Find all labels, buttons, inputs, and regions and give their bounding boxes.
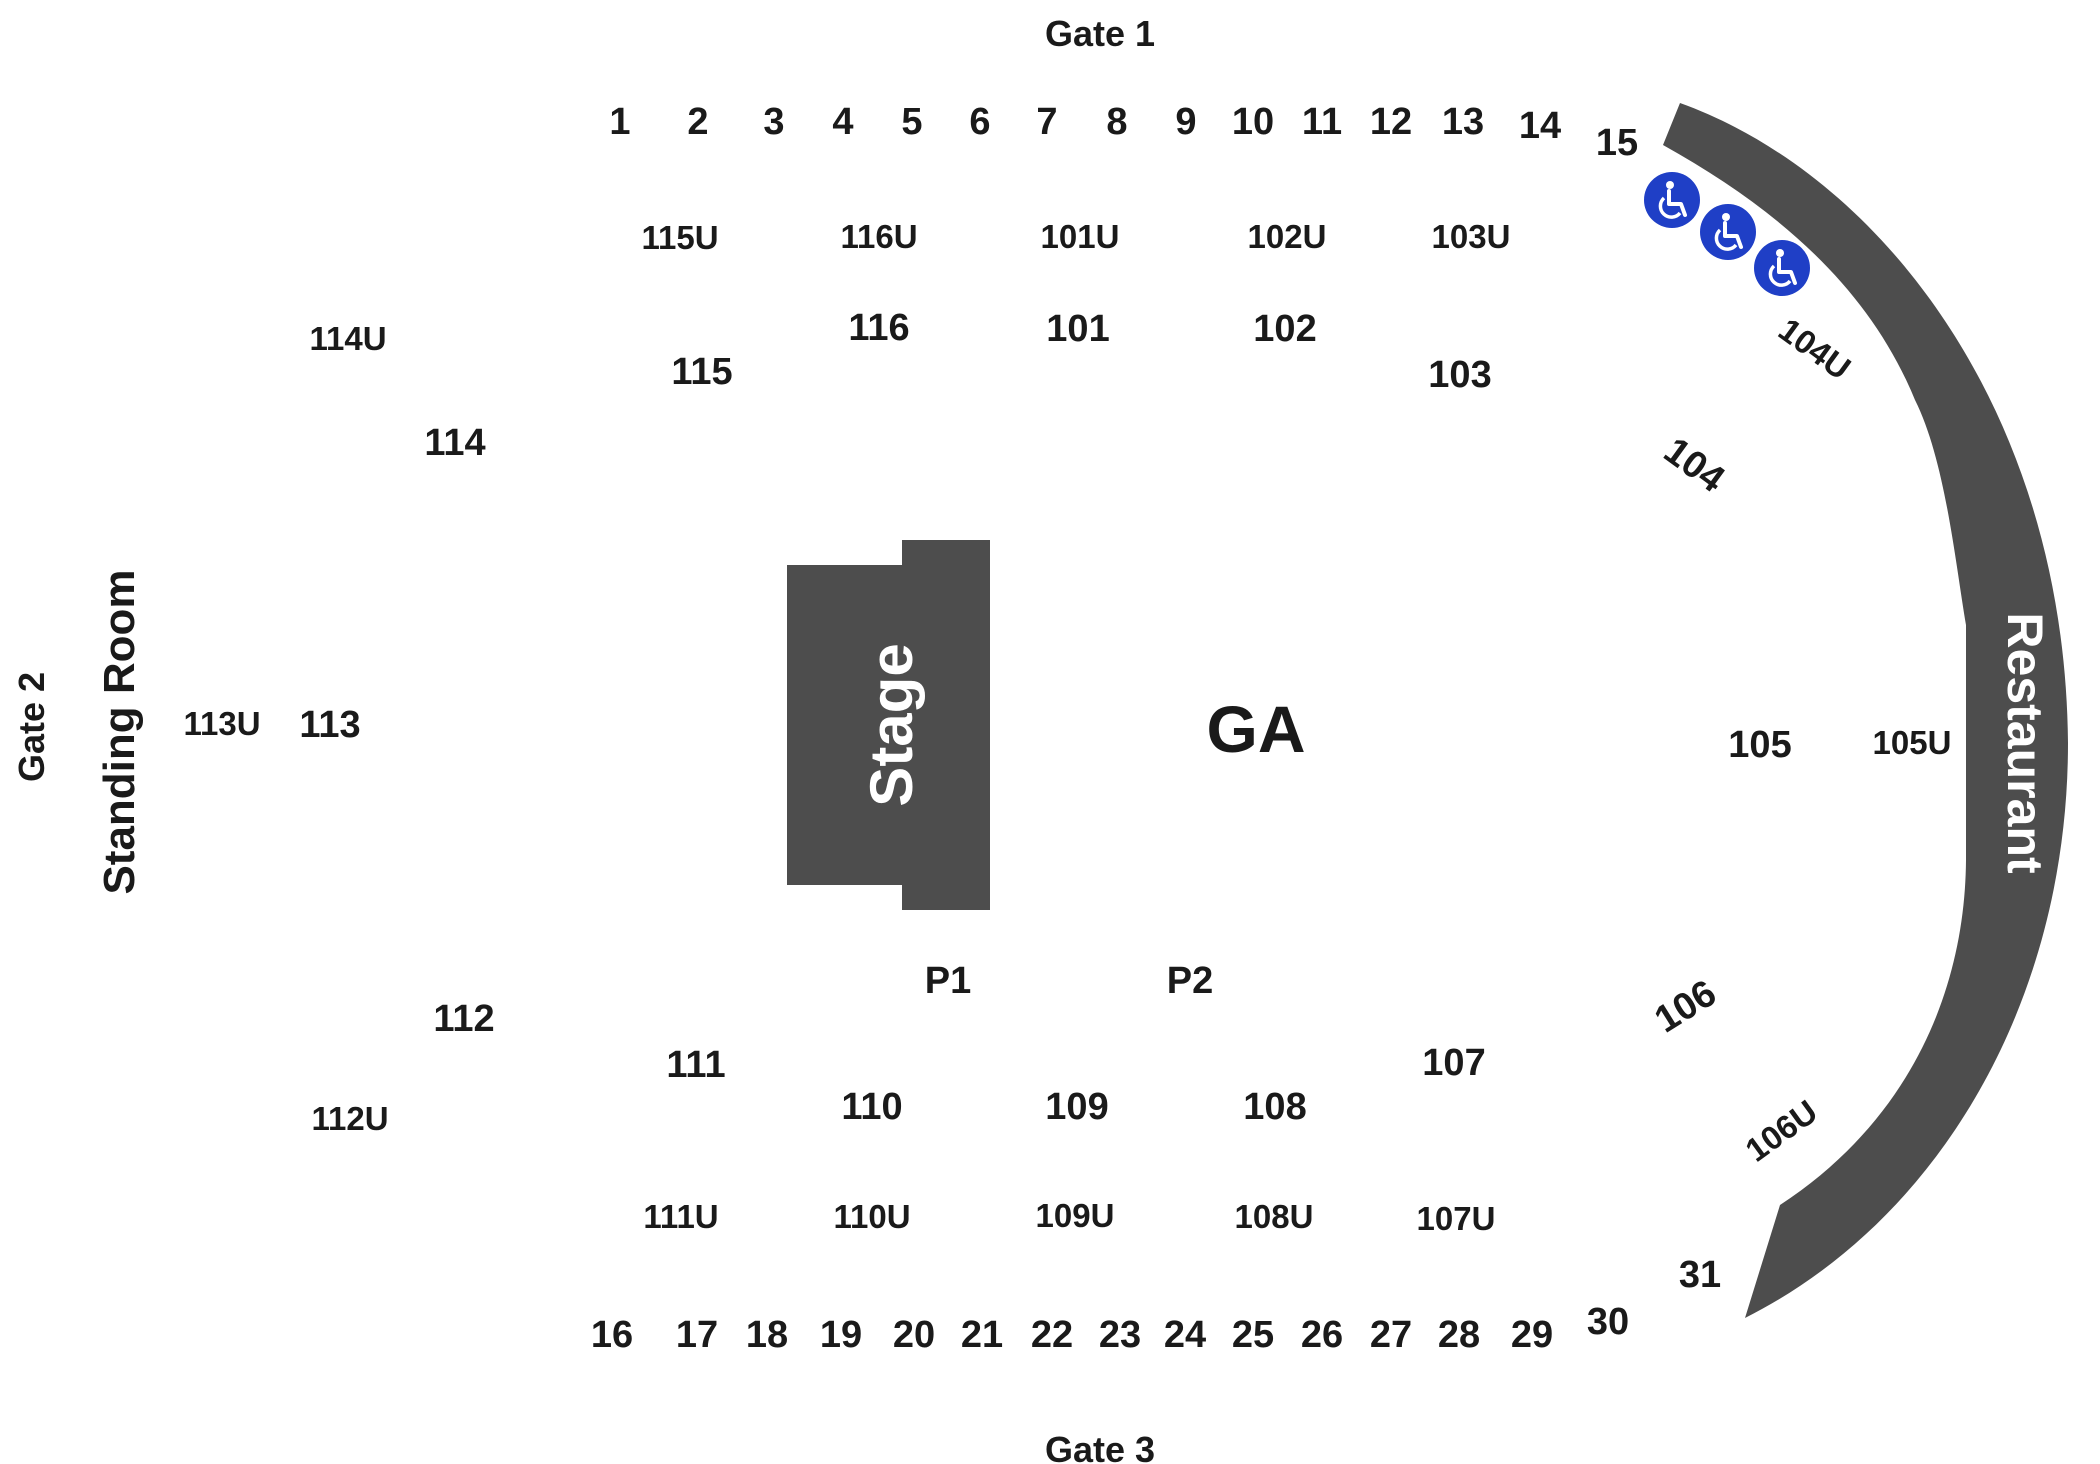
section-label[interactable]: 108U	[1235, 1198, 1314, 1235]
section-label[interactable]: 105U	[1873, 724, 1952, 761]
box-label[interactable]: 2	[687, 101, 708, 143]
box-label[interactable]: 6	[969, 101, 990, 143]
section-label[interactable]: 114U	[309, 320, 386, 357]
box-label[interactable]: 23	[1099, 1314, 1141, 1356]
box-label[interactable]: 4	[832, 101, 853, 143]
gate-3-label: Gate 3	[1045, 1429, 1155, 1464]
box-label[interactable]: 19	[820, 1314, 862, 1356]
standing-room-label[interactable]: Standing Room	[95, 569, 144, 894]
lower-sections: 101 102 103 104 105 106 107 108 109 110 …	[299, 307, 1791, 1128]
box-label[interactable]: 30	[1587, 1301, 1629, 1343]
section-label[interactable]: 108	[1243, 1086, 1306, 1128]
box-label[interactable]: 25	[1232, 1314, 1274, 1356]
section-label[interactable]: 102	[1253, 308, 1316, 350]
section-label[interactable]: 112U	[311, 1100, 388, 1137]
box-label[interactable]: 11	[1302, 101, 1342, 143]
box-label[interactable]: 9	[1175, 101, 1196, 143]
box-label[interactable]: 20	[893, 1314, 935, 1356]
section-label[interactable]: 104U	[1772, 311, 1858, 387]
box-label[interactable]: 28	[1438, 1314, 1480, 1356]
section-label[interactable]: 116U	[840, 218, 917, 255]
section-label[interactable]: 102U	[1248, 218, 1327, 255]
p2-label[interactable]: P2	[1167, 960, 1213, 1002]
stage-label: Stage	[858, 643, 925, 806]
section-label[interactable]: 109	[1045, 1086, 1108, 1128]
section-label[interactable]: 110U	[833, 1198, 910, 1235]
section-label[interactable]: 101	[1046, 308, 1109, 350]
box-label[interactable]: 31	[1679, 1254, 1721, 1296]
upper-sections: 101U 102U 103U 104U 105U 106U 107U 108U …	[183, 218, 1951, 1237]
section-label[interactable]: 105	[1728, 724, 1791, 766]
gate-2-label: Gate 2	[11, 672, 52, 782]
restaurant-label: Restaurant	[1997, 612, 2053, 874]
box-label[interactable]: 24	[1164, 1314, 1206, 1356]
box-label[interactable]: 8	[1106, 101, 1127, 143]
box-label[interactable]: 15	[1596, 122, 1638, 164]
wheelchair-icon[interactable]	[1700, 204, 1756, 260]
gate-1-label: Gate 1	[1045, 13, 1155, 54]
section-label[interactable]: 106U	[1738, 1093, 1824, 1169]
box-label[interactable]: 1	[609, 101, 630, 143]
box-label[interactable]: 13	[1442, 101, 1484, 143]
section-label[interactable]: 104	[1656, 430, 1732, 501]
box-label[interactable]: 14	[1519, 105, 1561, 147]
box-label[interactable]: 27	[1370, 1314, 1412, 1356]
accessible-seating-markers	[1644, 172, 1810, 296]
section-label[interactable]: 111U	[643, 1198, 718, 1235]
wheelchair-icon[interactable]	[1754, 240, 1810, 296]
p1-label[interactable]: P1	[925, 960, 971, 1002]
section-label[interactable]: 115U	[641, 219, 718, 256]
section-label[interactable]: 103	[1428, 354, 1491, 396]
box-label[interactable]: 29	[1511, 1314, 1553, 1356]
restaurant-area[interactable]	[1663, 103, 2068, 1318]
section-label[interactable]: 107	[1422, 1042, 1485, 1084]
section-label[interactable]: 113	[299, 704, 360, 746]
box-label[interactable]: 7	[1036, 101, 1057, 143]
box-label[interactable]: 21	[961, 1314, 1003, 1356]
section-label[interactable]: 101U	[1041, 218, 1120, 255]
bottom-box-row: 16 17 18 19 20 21 22 23 24 25 26 27 28 2…	[591, 1254, 1721, 1356]
top-box-row: 1 2 3 4 5 6 7 8 9 10 11 12 13 14 15	[609, 101, 1638, 164]
section-label[interactable]: 114	[424, 422, 485, 464]
box-label[interactable]: 16	[591, 1314, 633, 1356]
box-label[interactable]: 10	[1232, 101, 1274, 143]
section-label[interactable]: 110	[841, 1086, 902, 1128]
wheelchair-icon[interactable]	[1644, 172, 1700, 228]
ga-label[interactable]: GA	[1207, 692, 1306, 766]
section-label[interactable]: 112	[433, 998, 494, 1040]
box-label[interactable]: 22	[1031, 1314, 1073, 1356]
box-label[interactable]: 12	[1370, 101, 1412, 143]
section-label[interactable]: 103U	[1432, 218, 1511, 255]
section-label[interactable]: 107U	[1417, 1200, 1496, 1237]
section-label[interactable]: 116	[848, 307, 909, 349]
section-label[interactable]: 113U	[183, 705, 260, 742]
section-label[interactable]: 106	[1648, 972, 1724, 1041]
box-label[interactable]: 5	[901, 101, 922, 143]
box-label[interactable]: 17	[676, 1314, 718, 1356]
section-label[interactable]: 115	[671, 351, 732, 393]
stage-area[interactable]	[787, 540, 990, 910]
section-label[interactable]: 109U	[1036, 1197, 1115, 1234]
box-label[interactable]: 18	[746, 1314, 788, 1356]
section-label[interactable]: 111	[666, 1044, 725, 1086]
box-label[interactable]: 26	[1301, 1314, 1343, 1356]
box-label[interactable]: 3	[763, 101, 784, 143]
